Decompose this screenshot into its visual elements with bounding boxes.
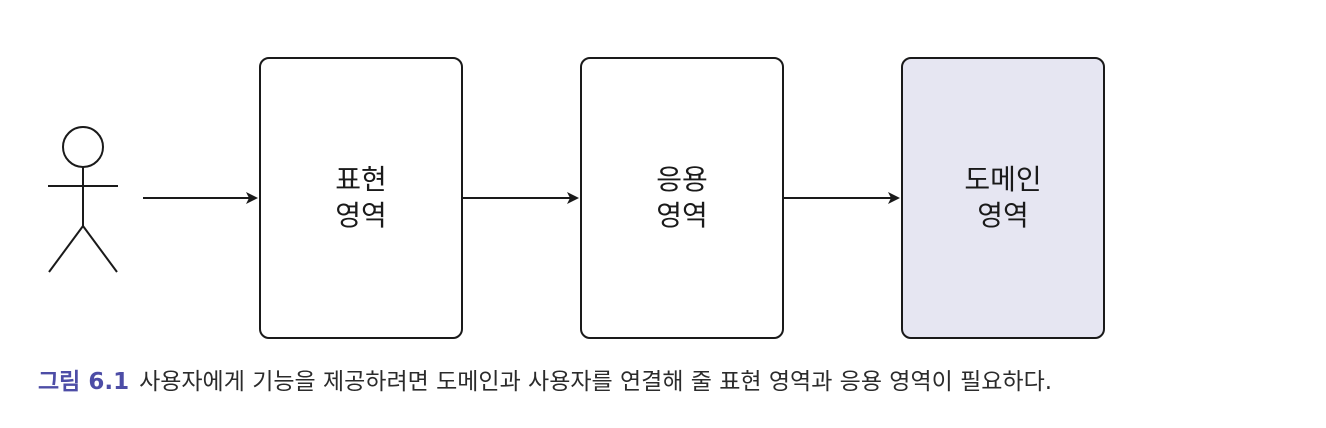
domain-layer-label-line1: 도메인 bbox=[964, 163, 1042, 196]
presentation-layer-box: 표현 영역 bbox=[259, 57, 463, 339]
presentation-layer-label-line2: 영역 bbox=[335, 199, 387, 232]
figure-caption: 그림 6.1 사용자에게 기능을 제공하려면 도메인과 사용자를 연결해 줄 표현… bbox=[38, 366, 1052, 398]
application-layer-label-line1: 응용 bbox=[656, 163, 708, 196]
application-layer-box: 응용 영역 bbox=[580, 57, 784, 339]
user-actor-icon bbox=[48, 126, 118, 273]
actor-head bbox=[62, 126, 104, 168]
actor-right-leg bbox=[82, 225, 118, 273]
actor-left-leg bbox=[48, 225, 84, 273]
figure-number: 그림 6.1 bbox=[38, 369, 130, 395]
figure-caption-text: 사용자에게 기능을 제공하려면 도메인과 사용자를 연결해 줄 표현 영역과 응… bbox=[139, 369, 1053, 395]
presentation-layer-label-line1: 표현 bbox=[335, 163, 387, 196]
domain-layer-label-line2: 영역 bbox=[977, 199, 1029, 232]
domain-layer-box: 도메인 영역 bbox=[901, 57, 1105, 339]
application-layer-label-line2: 영역 bbox=[656, 199, 708, 232]
